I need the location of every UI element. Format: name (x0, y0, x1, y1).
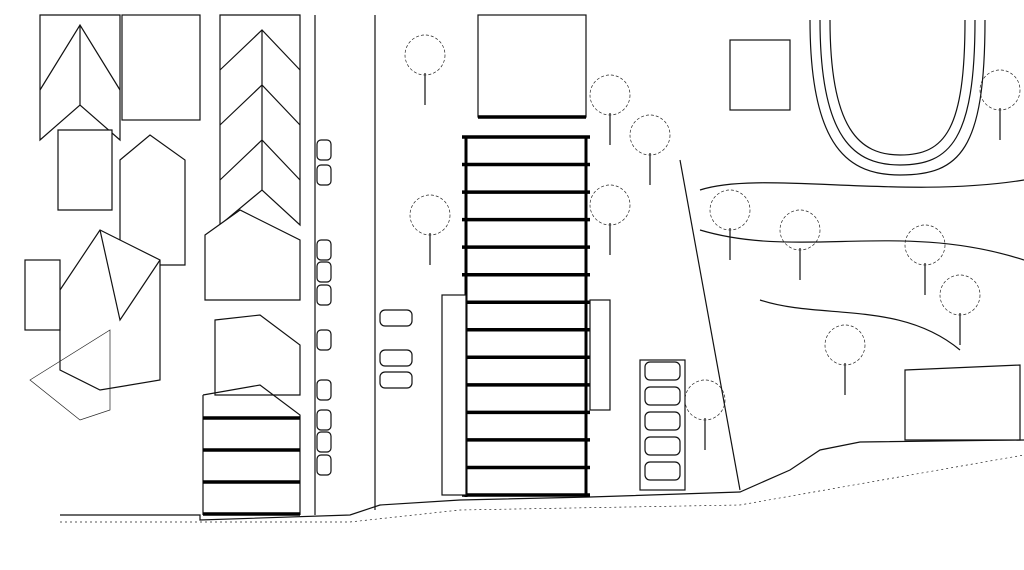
tree-canopy (589, 74, 631, 116)
car (379, 349, 413, 367)
car (644, 361, 681, 381)
car (316, 431, 332, 453)
tree-canopy (589, 184, 631, 226)
car (316, 329, 332, 351)
street (314, 15, 413, 515)
car (644, 411, 681, 431)
car (644, 386, 681, 406)
tree-canopy (684, 379, 726, 421)
car (379, 371, 413, 389)
car (644, 461, 681, 481)
car (316, 409, 332, 431)
tree-canopy (904, 224, 946, 266)
low-building-section (202, 384, 301, 516)
tree-canopy (709, 189, 751, 231)
tree-canopy (979, 69, 1021, 111)
car (316, 164, 332, 186)
tree-canopy (779, 209, 821, 251)
car (379, 309, 413, 327)
car (316, 239, 332, 261)
residential-houses (24, 14, 301, 421)
car (316, 379, 332, 401)
car (316, 454, 332, 476)
tree-canopy (824, 324, 866, 366)
ground-section (60, 439, 1024, 523)
tree-canopy (939, 274, 981, 316)
parking-lot (639, 359, 686, 491)
tree-canopy (409, 194, 451, 236)
park (404, 19, 1024, 491)
tree-canopy (629, 114, 671, 156)
tree-canopy (404, 34, 446, 76)
car (316, 284, 332, 306)
tower-building-section (441, 14, 611, 497)
car (644, 436, 681, 456)
car (316, 261, 332, 283)
car (316, 139, 332, 161)
